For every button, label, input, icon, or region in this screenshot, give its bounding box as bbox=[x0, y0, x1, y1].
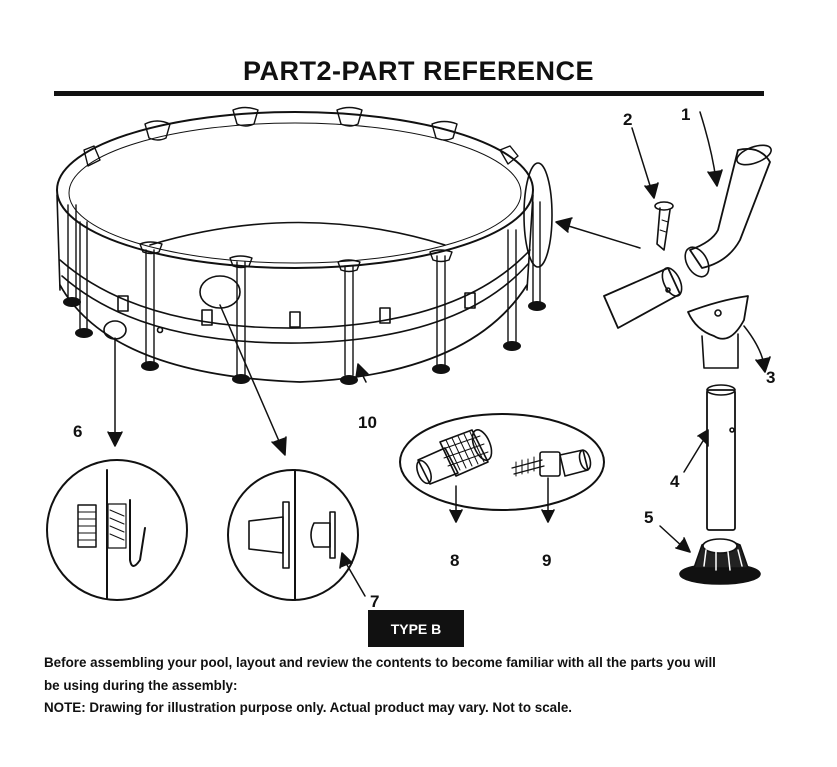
detail-circle-6 bbox=[46, 459, 188, 601]
part-number-6: 6 bbox=[73, 422, 82, 441]
part-number-10: 10 bbox=[358, 413, 377, 432]
detail-circle-7 bbox=[227, 469, 366, 601]
title-underline bbox=[54, 91, 764, 96]
part-number-4: 4 bbox=[670, 472, 680, 491]
part-4-leg bbox=[683, 384, 736, 531]
part-number-5: 5 bbox=[644, 508, 653, 527]
t-joint-pipe bbox=[603, 267, 683, 329]
part-number-8: 8 bbox=[450, 551, 459, 570]
part-number-9: 9 bbox=[542, 551, 551, 570]
page-title: PART2-PART REFERENCE bbox=[242, 56, 595, 86]
part-number-7: 7 bbox=[370, 592, 379, 611]
intro-line-2: be using during the assembly: bbox=[44, 678, 238, 693]
part-2-pin bbox=[631, 127, 674, 251]
part-number-1: 1 bbox=[681, 105, 690, 124]
part-number-3: 3 bbox=[766, 368, 775, 387]
part-number-2: 2 bbox=[623, 110, 632, 129]
intro-line-1: Before assembling your pool, layout and … bbox=[44, 655, 716, 670]
callout-arrows bbox=[107, 217, 641, 456]
note-text: NOTE: Drawing for illustration purpose o… bbox=[44, 700, 573, 715]
part-5-foot bbox=[659, 525, 761, 585]
pool-drawing bbox=[56, 106, 553, 385]
part-3-cap bbox=[687, 295, 771, 373]
type-badge: TYPE B bbox=[368, 610, 464, 647]
detail-oval-8-9 bbox=[399, 413, 605, 523]
part-1-elbow bbox=[684, 111, 772, 278]
